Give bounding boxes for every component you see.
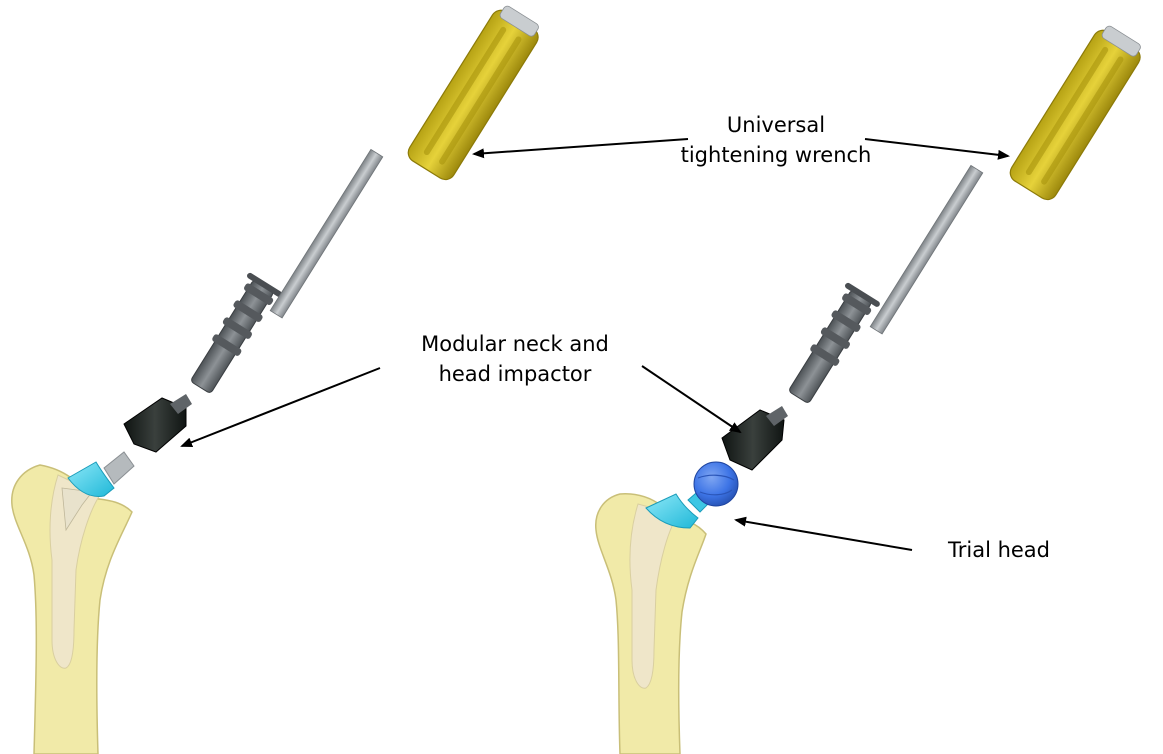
label-impactor-line2: head impactor xyxy=(439,362,592,386)
right-wrench-handle xyxy=(1006,21,1147,203)
left-impactor-tip xyxy=(124,394,192,452)
arrow-to-right-handle xyxy=(865,139,1008,156)
label-wrench-line1: Universal xyxy=(727,113,825,137)
trial-head-ball xyxy=(694,462,738,506)
left-wrench-grip xyxy=(183,272,283,398)
right-femur xyxy=(596,494,706,754)
arrow-to-right-impactor xyxy=(642,366,740,432)
right-wrench-grip xyxy=(781,282,881,408)
left-femur xyxy=(12,465,132,754)
right-assembly xyxy=(596,21,1147,754)
arrow-to-left-handle xyxy=(474,139,688,154)
arrow-to-trial-head xyxy=(736,520,912,550)
right-wrench-shaft xyxy=(870,165,983,334)
left-wrench-handle xyxy=(404,1,545,183)
label-impactor-line1: Modular neck and xyxy=(421,332,609,356)
left-wrench-shaft xyxy=(270,149,383,318)
label-wrench-line2: tightening wrench xyxy=(681,143,872,167)
right-impactor-tip xyxy=(722,406,788,470)
label-trial-head: Trial head xyxy=(947,538,1050,562)
